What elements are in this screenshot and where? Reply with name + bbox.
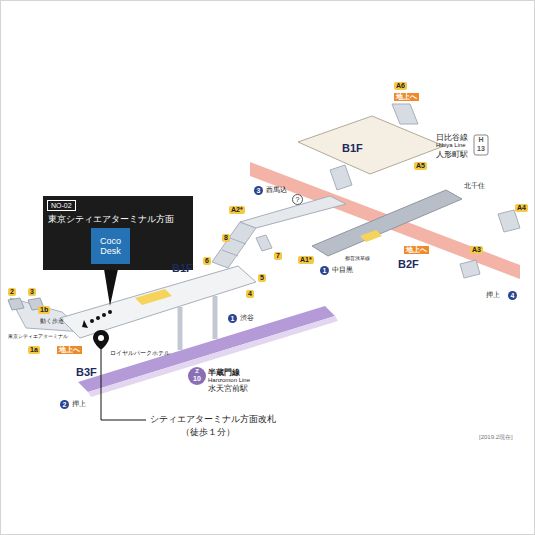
line-symbol: 13 bbox=[474, 145, 488, 153]
direction-number: 1 bbox=[228, 314, 237, 323]
exit-number: 3 bbox=[28, 288, 36, 296]
exit-number: 5 bbox=[258, 274, 266, 282]
line-symbol: Z bbox=[188, 368, 206, 375]
exit-number: 2 bbox=[8, 288, 16, 296]
map-shape bbox=[104, 269, 118, 306]
exit-number: 8 bbox=[222, 234, 230, 242]
hanzomon-platform bbox=[78, 306, 338, 397]
place-label: シティエアターミナル方面改札 bbox=[150, 414, 276, 424]
floor-label: B3F bbox=[76, 366, 97, 379]
direction-number: 3 bbox=[254, 186, 263, 195]
map-shape bbox=[392, 104, 418, 124]
info-mark: ? bbox=[292, 194, 303, 205]
exit-number: A1* bbox=[298, 256, 314, 264]
map-shape bbox=[212, 222, 256, 268]
map-shape bbox=[230, 238, 246, 244]
map-shape bbox=[330, 165, 352, 190]
place-label: 中目黒 bbox=[332, 266, 353, 274]
exit-number: A6 bbox=[394, 82, 407, 90]
floor-label: B2F bbox=[398, 258, 419, 271]
place-label: 北千住 bbox=[464, 182, 485, 190]
place-label: 日比谷線 bbox=[436, 133, 468, 142]
exit-number: A3 bbox=[470, 246, 483, 254]
place-label: 渋谷 bbox=[240, 314, 254, 322]
map-shape bbox=[460, 260, 480, 278]
logo-box: Coco Desk bbox=[91, 228, 130, 264]
exit-sign: 地上へ bbox=[404, 246, 429, 254]
place-label: Hibiya Line bbox=[436, 142, 466, 149]
callout-box: NO-02 東京シティエアターミナル方面 Coco Desk bbox=[43, 196, 193, 270]
map-shape bbox=[213, 296, 218, 339]
direction-number: 2 bbox=[60, 400, 69, 409]
exit-number: 7 bbox=[274, 252, 282, 260]
exit-number: 6 bbox=[203, 257, 211, 265]
left-concourse bbox=[8, 266, 256, 350]
map-shape bbox=[88, 316, 338, 397]
callout-tab: NO-02 bbox=[47, 200, 76, 211]
line-symbol: H bbox=[474, 136, 488, 144]
map-shape bbox=[135, 289, 172, 305]
place-label: 動く歩道 bbox=[40, 318, 64, 325]
map-shape bbox=[188, 367, 206, 385]
place-label: 押上 bbox=[486, 291, 500, 299]
callout-pointer bbox=[82, 269, 146, 420]
map-shape bbox=[78, 306, 335, 392]
map-shape bbox=[60, 266, 256, 338]
right-concourse bbox=[298, 104, 520, 278]
place-label: ロイヤルパークホテル bbox=[110, 350, 170, 357]
exit-number: 4 bbox=[246, 290, 254, 298]
map-shape bbox=[250, 162, 520, 279]
map-shape bbox=[8, 298, 24, 310]
place-label: 都営浅草線 bbox=[345, 256, 370, 262]
map-shape bbox=[474, 135, 488, 155]
logo-text: Coco Desk bbox=[96, 236, 126, 257]
direction-number: 1 bbox=[320, 266, 329, 275]
map-shape bbox=[298, 116, 444, 174]
place-label: Hanzomon Line bbox=[208, 377, 250, 384]
exit-sign: 地上へ bbox=[57, 346, 82, 354]
map-shape bbox=[82, 320, 88, 328]
place-label: 人形町駅 bbox=[436, 150, 468, 159]
map-shape bbox=[93, 330, 109, 350]
map-shape bbox=[90, 319, 94, 323]
place-label: 半蔵門線 bbox=[208, 368, 240, 377]
exit-number: 1b bbox=[38, 306, 50, 314]
map-shape bbox=[96, 316, 100, 320]
floor-label: B1F bbox=[172, 262, 193, 275]
map-shape bbox=[178, 307, 183, 350]
exit-number: A5 bbox=[414, 162, 427, 170]
exit-number: A4 bbox=[515, 204, 528, 212]
map-shape bbox=[312, 190, 462, 256]
exit-number: A2* bbox=[229, 206, 245, 214]
map-shape bbox=[101, 350, 146, 420]
exit-number: 1a bbox=[28, 346, 40, 354]
connecting-corridor bbox=[212, 162, 520, 279]
map-shape bbox=[498, 210, 520, 232]
map-shape bbox=[102, 313, 106, 317]
map-shape bbox=[256, 235, 272, 251]
map-shape bbox=[222, 250, 238, 256]
map-shape bbox=[360, 230, 382, 242]
place-label: 押上 bbox=[72, 400, 86, 408]
floor-label: B1F bbox=[342, 142, 363, 155]
exit-sign: 地上へ bbox=[394, 93, 419, 101]
callout-title: 東京シティエアターミナル方面 bbox=[48, 214, 174, 225]
place-label: 東京シティエアターミナル bbox=[8, 334, 68, 340]
place-label: 西馬込 bbox=[266, 186, 287, 194]
map-shape bbox=[108, 310, 112, 314]
direction-number: 4 bbox=[508, 291, 517, 300]
date-note: [2019.2現在] bbox=[479, 434, 513, 441]
place-label: （徒歩１分） bbox=[181, 427, 235, 437]
line-symbol: 10 bbox=[188, 375, 206, 383]
map-shape bbox=[98, 335, 104, 341]
place-label: 水天宮前駅 bbox=[208, 384, 248, 393]
